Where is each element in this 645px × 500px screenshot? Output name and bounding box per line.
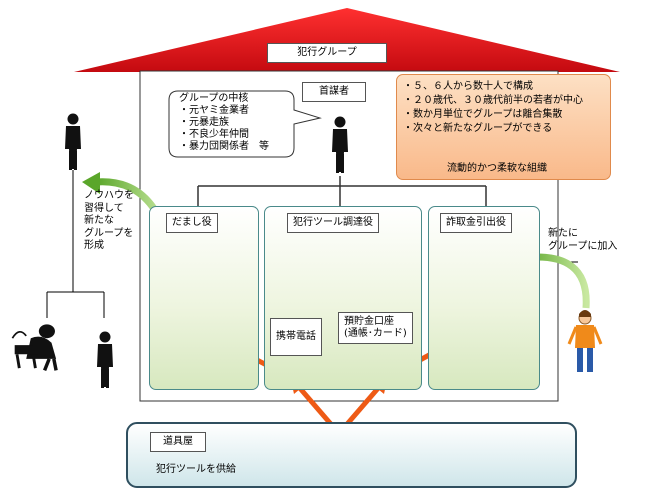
role-box-withdrawal	[428, 206, 540, 390]
right-note-line: グループに加入	[548, 240, 618, 252]
trait-item: ・５、６人から数十人で構成	[403, 81, 533, 92]
left-tree-lines	[46, 170, 105, 318]
supplier-description: 犯行ツールを供給	[156, 464, 236, 475]
left-bottom-person-icon	[97, 331, 113, 388]
role-box-deception	[149, 206, 259, 390]
house-roof	[74, 8, 620, 72]
left-top-person-icon	[65, 113, 81, 170]
supplier-label: 道具屋	[150, 432, 206, 452]
role-label-withdrawal: 詐取金引出役	[440, 213, 512, 233]
group-title: 犯行グループ	[267, 43, 387, 63]
left-note-line: ノウハウを	[84, 190, 134, 201]
core-member: ・暴力団関係者 等	[179, 141, 269, 152]
right-note-line: 新たに	[548, 228, 578, 239]
core-member: ・不良少年仲間	[179, 129, 249, 140]
supplier-box	[126, 422, 577, 488]
trait-item: ・２０歳代、３０歳代前半の若者が中心	[403, 95, 583, 106]
phone-label: 携帯電話	[270, 318, 322, 356]
core-heading: グループの中核	[179, 93, 249, 104]
trait-conclusion: 流動的かつ柔軟な組織	[447, 163, 547, 174]
core-member: ・元暴走族	[179, 117, 229, 128]
left-note-line: 習得して	[84, 202, 124, 214]
right-note: 新たに グループに加入	[548, 228, 617, 253]
core-speech-bubble	[168, 90, 322, 158]
role-label-procurement: 犯行ツール調達役	[287, 213, 379, 233]
core-member: ・元ヤミ金業者	[179, 105, 249, 116]
org-tree-lines	[197, 176, 487, 206]
trait-item: ・次々と新たなグループができる	[403, 123, 553, 134]
account-label: 預貯金口座 (通帳･カード)	[338, 312, 413, 344]
leader-label: 首謀者	[302, 82, 366, 102]
traits-panel: ・５、６人から数十人で構成 ・２０歳代、３０歳代前半の若者が中心 ・数か月単位で…	[396, 74, 611, 180]
left-note-line: グループを	[84, 227, 134, 239]
role-box-procurement	[264, 206, 422, 390]
left-note-line: 新たな	[84, 215, 114, 226]
left-caller-icon	[10, 322, 58, 373]
left-note: ノウハウを 習得して 新たな グループを 形成	[84, 190, 134, 253]
trait-item: ・数か月単位でグループは離合集散	[403, 109, 563, 120]
left-note-line: 形成	[84, 240, 104, 251]
newcomer-person-icon	[567, 310, 603, 372]
role-label-deception: だまし役	[166, 213, 218, 233]
